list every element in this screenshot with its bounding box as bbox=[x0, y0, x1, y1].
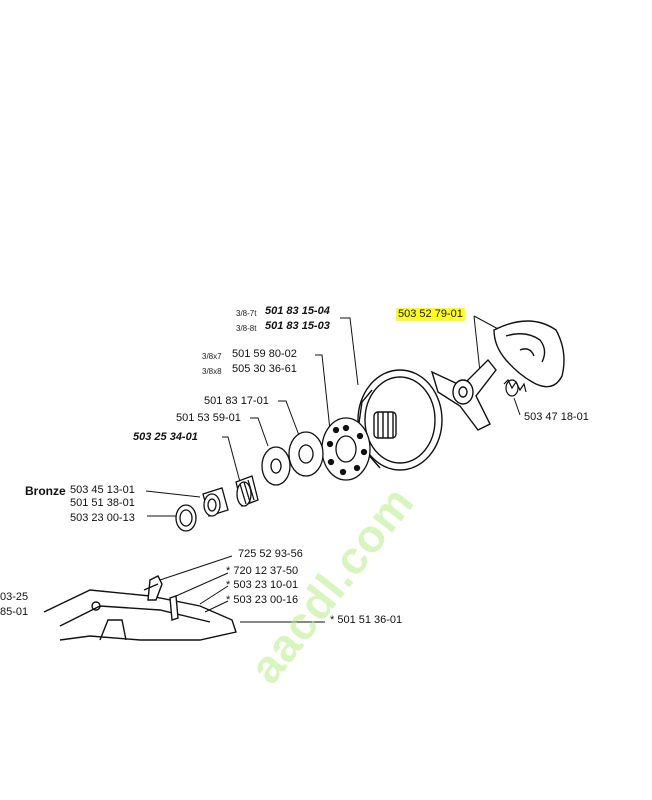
label-edge-03-25: 03-25 bbox=[0, 591, 29, 603]
leader-line-washer bbox=[278, 400, 301, 439]
label-501-83-15-03: 501 83 15-03 bbox=[265, 320, 330, 332]
leader-line-spring bbox=[513, 397, 521, 416]
label-503-23-10-01: * 503 23 10-01 bbox=[226, 579, 299, 591]
leader-line-bronze bbox=[145, 490, 201, 498]
label-edge-85-01: 85-01 bbox=[0, 606, 29, 618]
pitch-x7-text: 3/8x7 bbox=[202, 352, 222, 361]
leader-line-sprocket bbox=[340, 317, 359, 386]
label-725-52-93-56: 725 52 93-56 bbox=[238, 548, 303, 560]
label-highlighted-503-52-79-01: 503 52 79-01 bbox=[396, 308, 465, 321]
leader-line-shoe bbox=[473, 315, 501, 331]
washer-small bbox=[261, 446, 291, 486]
label-bronze: Bronze bbox=[25, 484, 66, 498]
label-pitch-x8: 3/8x8 bbox=[202, 365, 222, 378]
label-501-53-59-01: 501 53 59-01 bbox=[176, 412, 241, 424]
label-505-30-36-61: 505 30 36-61 bbox=[232, 363, 297, 375]
label-503-25-34-01: 503 25 34-01 bbox=[133, 431, 198, 443]
leader-line-rim bbox=[315, 354, 331, 431]
clutch-spring bbox=[503, 378, 527, 397]
label-pitch-x7: 3/8x7 bbox=[202, 350, 222, 363]
bronze-bushing bbox=[202, 487, 229, 517]
clutch-shoe-cover bbox=[493, 320, 565, 388]
pitch-7t-text: 3/8-7t bbox=[236, 309, 257, 318]
crankcase-housing bbox=[43, 575, 237, 641]
clutch-hub bbox=[430, 358, 497, 431]
leader-line-needle bbox=[222, 436, 241, 483]
label-501-51-38-01: 501 51 38-01 bbox=[70, 497, 135, 509]
leader-line-nut1 bbox=[199, 585, 229, 605]
pitch-8t-text: 3/8-8t bbox=[236, 324, 257, 333]
label-503-23-00-16: * 503 23 00-16 bbox=[226, 594, 299, 606]
needle-bearing bbox=[235, 475, 259, 507]
label-503-23-00-13: 503 23 00-13 bbox=[70, 512, 135, 524]
leader-line-pin bbox=[175, 572, 229, 597]
leader-line-bolt bbox=[159, 555, 233, 581]
lock-ring bbox=[175, 504, 197, 532]
label-pitch-7t: 3/8-7t bbox=[236, 307, 256, 320]
leader-line-shoe2 bbox=[473, 315, 481, 373]
leader-line-bearing bbox=[250, 417, 269, 447]
pitch-x8-text: 3/8x8 bbox=[202, 367, 222, 376]
label-720-12-37-50: * 720 12 37-50 bbox=[226, 565, 299, 577]
label-pitch-8t: 3/8-8t bbox=[236, 322, 256, 335]
clutch-drum bbox=[357, 369, 443, 471]
washer-large bbox=[288, 431, 324, 477]
label-501-59-80-02: 501 59 80-02 bbox=[232, 348, 297, 360]
label-501-51-36-01: * 501 51 36-01 bbox=[330, 614, 403, 626]
label-501-83-17-01: 501 83 17-01 bbox=[204, 395, 269, 407]
rim-sprocket bbox=[321, 417, 371, 481]
label-503-45-13-01: 503 45 13-01 bbox=[70, 484, 135, 496]
label-503-47-18-01: 503 47 18-01 bbox=[524, 411, 589, 423]
label-501-83-15-04: 501 83 15-04 bbox=[265, 305, 330, 317]
